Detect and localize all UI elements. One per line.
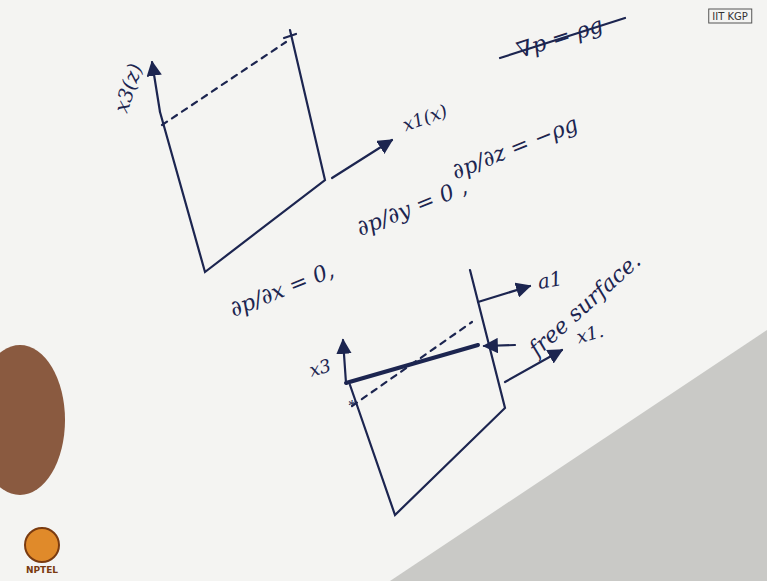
axis-arrow — [343, 340, 346, 383]
axis-arrow — [505, 350, 562, 382]
equation: ∂p/∂x = 0, — [226, 258, 337, 322]
axis-label: x3 — [307, 356, 333, 381]
acceleration-label: a1 — [536, 267, 564, 293]
stamp: IIT KGP — [708, 9, 752, 24]
water-level — [162, 42, 286, 125]
leader-arrow — [484, 345, 515, 346]
logo-mark — [25, 528, 59, 562]
axis-arrow — [152, 62, 160, 112]
axis-label: x3(z) — [110, 61, 146, 115]
tick — [284, 34, 296, 38]
initial-level — [352, 322, 472, 406]
hand — [0, 345, 65, 495]
equation: ∂p/∂z = −ρg — [448, 112, 581, 185]
axis-label: x1(x) — [400, 101, 450, 135]
logo-text: NPTEL — [26, 566, 58, 576]
tank-outline — [350, 270, 505, 515]
tank-outline — [160, 30, 325, 272]
acceleration-arrow — [478, 286, 530, 302]
axis-arrow — [332, 140, 392, 178]
equation: ∇p = ρg — [514, 13, 606, 63]
star-mark: * — [348, 397, 356, 414]
axis-label: x1. — [574, 321, 606, 347]
equation: ∂p/∂y = 0 , — [353, 175, 471, 241]
